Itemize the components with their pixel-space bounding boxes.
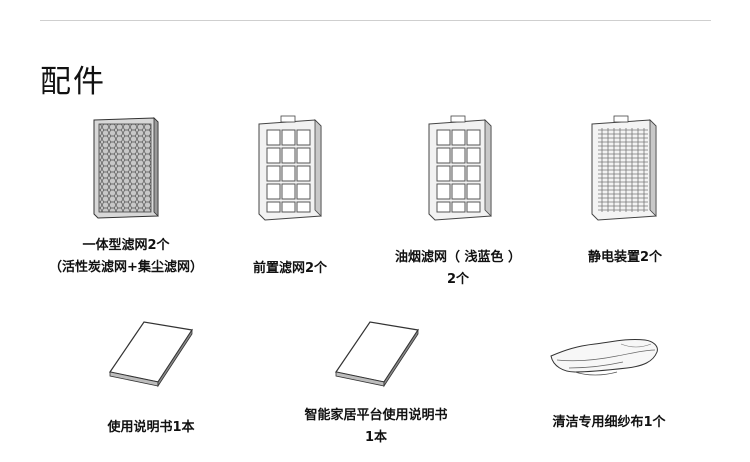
page-title: 配件 bbox=[40, 64, 106, 100]
electrostatic-device-icon bbox=[591, 115, 657, 221]
top-divider bbox=[40, 20, 711, 21]
item-label-cleaning-cloth: 清洁专用细纱布1个 bbox=[552, 415, 666, 430]
manual-booklet-icon bbox=[108, 321, 194, 388]
oil-smoke-filter-icon bbox=[428, 115, 492, 221]
cleaning-cloth-icon bbox=[550, 339, 658, 376]
item-label-manual: 使用说明书1本 bbox=[107, 420, 195, 435]
item-label-electrostatic-device: 静电装置2个 bbox=[587, 250, 663, 265]
item-label-oil-smoke-filter: 油烟滤网（ 浅蓝色 ） 2个 bbox=[394, 250, 522, 287]
item-label-pre-filter: 前置滤网2个 bbox=[252, 261, 328, 276]
item-label-hepa-filter: 一体型滤网2个 （活性炭滤网+集尘滤网） bbox=[49, 238, 203, 275]
smart-home-manual-icon bbox=[334, 321, 420, 388]
item-label-smart-home-manual: 智能家居平台使用说明书 1本 bbox=[304, 408, 448, 445]
pre-filter-icon bbox=[258, 115, 322, 221]
hepa-filter-icon bbox=[93, 117, 159, 219]
